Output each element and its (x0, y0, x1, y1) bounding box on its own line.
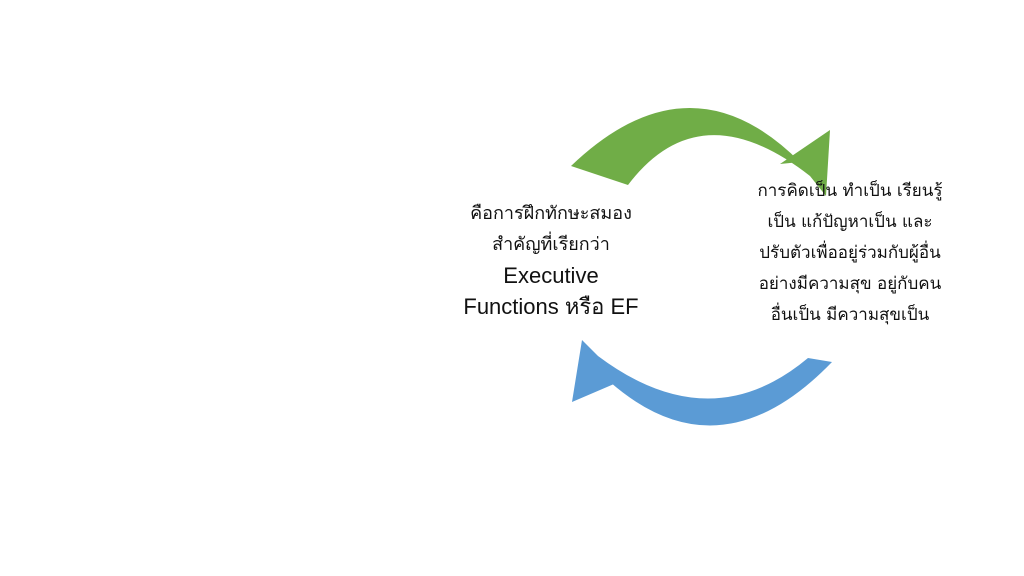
right-text-block: การคิดเป็น ทำเป็น เรียนรู้ เป็น แก้ปัญหา… (738, 176, 962, 331)
bottom-arrow (572, 340, 832, 426)
right-text-line-3: ปรับตัวเพื่ออยู่ร่วมกับผู้อื่น (759, 243, 941, 263)
right-text-line-4: อย่างมีความสุข อยู่กับคน (758, 274, 942, 294)
right-text-line-2: เป็น แก้ปัญหาเป็น และ (767, 212, 933, 232)
left-text-line-3: Executive (503, 263, 599, 288)
left-text-line-4: Functions หรือ EF (463, 294, 639, 319)
left-text-line-2: สำคัญที่เรียกว่า (492, 234, 610, 255)
left-text-block: คือการฝึกทักษะสมอง สำคัญที่เรียกว่า Exec… (445, 198, 657, 322)
right-text-line-1: การคิดเป็น ทำเป็น เรียนรู้ (757, 181, 943, 201)
left-text-line-1: คือการฝึกทักษะสมอง (470, 203, 632, 224)
right-text-line-5: อื่นเป็น มีความสุขเป็น (770, 305, 930, 325)
top-arrow (571, 107, 830, 196)
